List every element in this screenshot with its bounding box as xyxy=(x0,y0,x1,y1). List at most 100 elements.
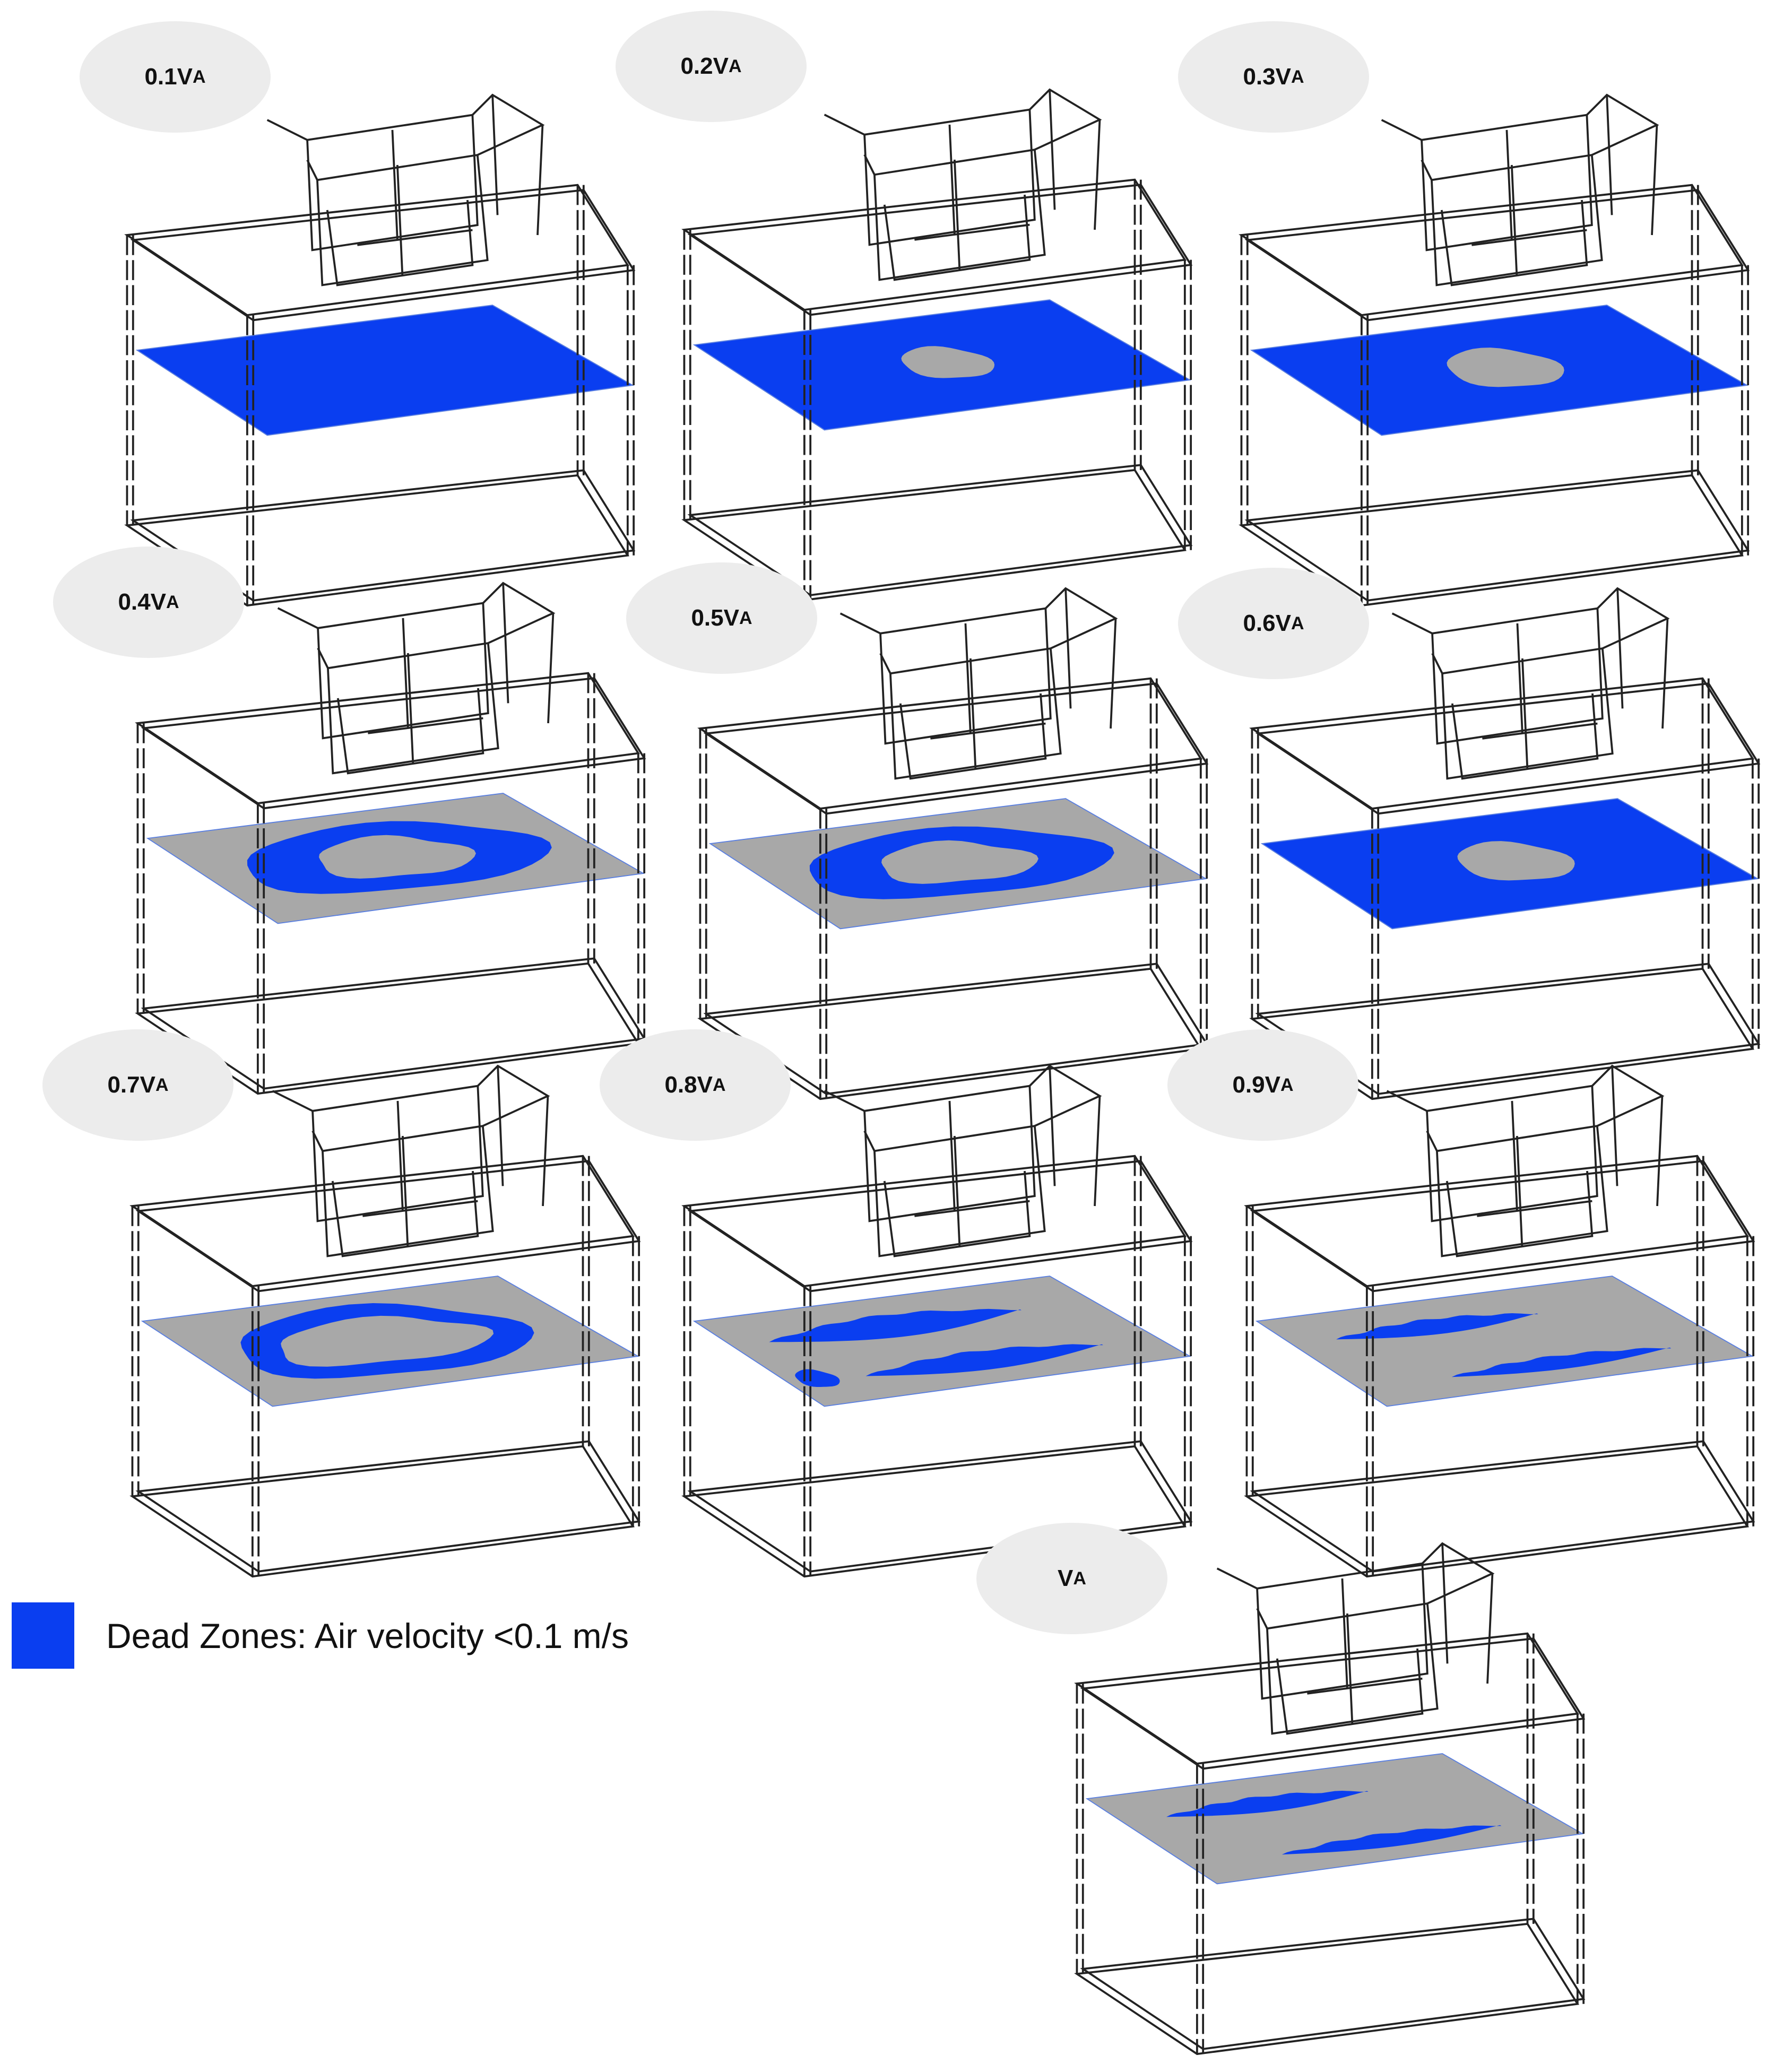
dead-zone-region xyxy=(135,305,635,436)
duct-divider xyxy=(391,129,404,275)
duct-divider xyxy=(396,1100,409,1246)
enclosure-wireframe xyxy=(681,178,1193,602)
dead-zone-band-upper xyxy=(769,1308,1021,1342)
box-top-face-inner xyxy=(1080,1637,1586,1770)
duct-riser xyxy=(1441,1543,1494,1684)
cross-section-plane xyxy=(708,798,1208,930)
duct-wireframe xyxy=(266,93,545,287)
duct-front xyxy=(863,1086,1036,1222)
duct-outlet xyxy=(1445,1170,1594,1258)
duct-outlet xyxy=(883,1170,1031,1258)
box-bottom-face xyxy=(129,1445,635,1578)
legend-swatch xyxy=(12,1602,74,1669)
duct-front xyxy=(1256,1563,1429,1700)
duct-top-outline xyxy=(266,93,545,181)
velocity-label-main: 0.1V xyxy=(144,64,193,90)
duct-wireframe xyxy=(824,1064,1102,1258)
velocity-label-main: 0.7V xyxy=(107,1072,155,1098)
duct-wireframe xyxy=(1391,587,1670,780)
duct-divider xyxy=(948,124,961,270)
duct-front xyxy=(1431,608,1604,745)
duct-top-outline xyxy=(1381,93,1659,181)
dead-zone-band-upper xyxy=(1166,1791,1369,1817)
duct-top-outline xyxy=(272,1064,550,1152)
box-top-face-inner xyxy=(1250,1160,1755,1293)
airflow-simulation-panel xyxy=(1061,1533,1613,2064)
duct-front xyxy=(311,1086,484,1222)
duct-back xyxy=(1441,648,1614,780)
box-top-face-inner xyxy=(141,677,646,810)
active-airflow-core xyxy=(1457,841,1575,881)
duct-wireframe xyxy=(277,582,556,775)
cross-section-plane xyxy=(1250,305,1749,436)
dead-zone-band-lower xyxy=(865,1344,1103,1376)
velocity-label-subscript: A xyxy=(166,592,179,612)
dead-zone-band-lower xyxy=(1451,1347,1672,1377)
duct-outlet xyxy=(336,688,484,775)
duct-top-outline xyxy=(1386,1064,1665,1152)
active-airflow-core xyxy=(901,346,995,378)
cross-section-plane xyxy=(692,1276,1192,1407)
duct-front xyxy=(317,603,489,740)
box-top-face xyxy=(697,677,1202,810)
airflow-simulation-panel xyxy=(122,573,674,1104)
duct-divider xyxy=(1341,1578,1354,1724)
duct-riser xyxy=(1616,588,1669,729)
box-top-face xyxy=(129,1155,635,1287)
legend-text: Dead Zones: Air velocity <0.1 m/s xyxy=(106,1616,629,1655)
duct-divider xyxy=(402,618,414,764)
active-airflow-core xyxy=(881,840,1038,884)
velocity-label-subscript: A xyxy=(192,66,206,87)
airflow-simulation-panel xyxy=(1231,1056,1783,1586)
box-top-face-inner xyxy=(1244,189,1750,322)
velocity-label-main: V xyxy=(1058,1565,1074,1591)
enclosure-wireframe xyxy=(129,1155,641,1578)
duct-outlet xyxy=(1440,200,1588,287)
cross-section-plane xyxy=(1085,1753,1585,1885)
box-top-face xyxy=(1244,1155,1749,1287)
duct-outlet xyxy=(331,1170,479,1258)
box-top-face xyxy=(135,672,640,804)
box-top-face xyxy=(1074,1632,1579,1765)
duct-wireframe xyxy=(824,88,1102,281)
duct-back xyxy=(873,149,1046,281)
duct-front xyxy=(879,608,1052,745)
box-top-face-inner xyxy=(135,1160,641,1293)
enclosure-wireframe xyxy=(681,1155,1193,1578)
duct-outlet xyxy=(326,200,474,287)
enclosure-diagram xyxy=(1239,93,1750,607)
enclosure-diagram xyxy=(681,1064,1193,1578)
duct-top-outline xyxy=(1216,1542,1495,1630)
duct-back xyxy=(1431,154,1603,287)
box-top-face-inner xyxy=(130,189,636,322)
cross-section-plane xyxy=(146,793,645,924)
duct-wireframe xyxy=(1386,1064,1665,1258)
box-top-face xyxy=(124,184,629,316)
active-airflow-region xyxy=(1255,1276,1754,1407)
dead-zone-corner xyxy=(795,1369,840,1387)
box-top-face xyxy=(1239,184,1744,316)
active-airflow-core xyxy=(281,1315,494,1367)
enclosure-diagram xyxy=(135,582,646,1095)
dead-zone-band-lower xyxy=(1282,1825,1502,1855)
velocity-label-main: 0.3V xyxy=(1243,64,1291,90)
duct-wireframe xyxy=(1216,1542,1495,1735)
duct-front xyxy=(306,115,479,252)
duct-wireframe xyxy=(1381,93,1659,287)
duct-outlet xyxy=(883,194,1031,281)
duct-back xyxy=(322,1125,494,1258)
active-airflow-region xyxy=(1085,1753,1585,1885)
velocity-label-main: 0.2V xyxy=(680,53,729,79)
cross-section-plane xyxy=(135,305,635,436)
box-top-face xyxy=(1249,677,1754,810)
duct-back xyxy=(1266,1603,1439,1735)
box-top-face-inner xyxy=(1255,682,1761,815)
cross-section-plane xyxy=(1255,1276,1754,1407)
duct-riser xyxy=(497,1065,549,1207)
duct-back xyxy=(873,1125,1046,1258)
